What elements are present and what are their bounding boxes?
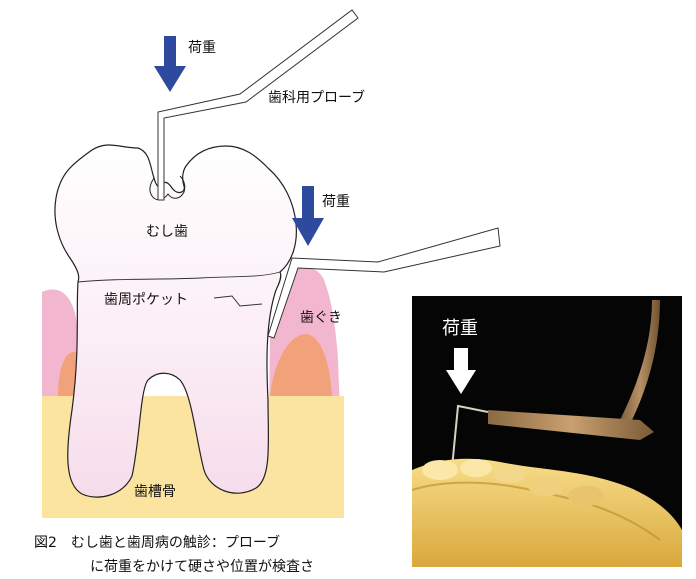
- label-gum: 歯ぐき: [300, 310, 342, 326]
- label-probe: 歯科用プローブ: [268, 89, 365, 106]
- arrow-icon: [154, 36, 186, 92]
- label-load-top: 荷重: [188, 40, 216, 56]
- diagram-canvas: 荷重 歯科用プローブ 荷重 むし歯 歯周ポケット 歯ぐき 歯槽骨 荷重: [0, 0, 696, 567]
- caption-line-1: 図2 むし歯と歯周病の触診：プローブ: [34, 535, 280, 551]
- label-caries: むし歯: [146, 224, 188, 240]
- label-bone: 歯槽骨: [134, 484, 176, 500]
- label-load-mid: 荷重: [322, 194, 350, 210]
- caption-line-2: に荷重をかけて硬さや位置が検査さ: [34, 555, 394, 579]
- arrow-icon: [292, 186, 324, 246]
- figure-caption: 図2 むし歯と歯周病の触診：プローブ に荷重をかけて硬さや位置が検査さ: [34, 531, 394, 579]
- label-pocket: 歯周ポケット: [104, 292, 188, 308]
- label-load-photo: 荷重: [442, 318, 478, 339]
